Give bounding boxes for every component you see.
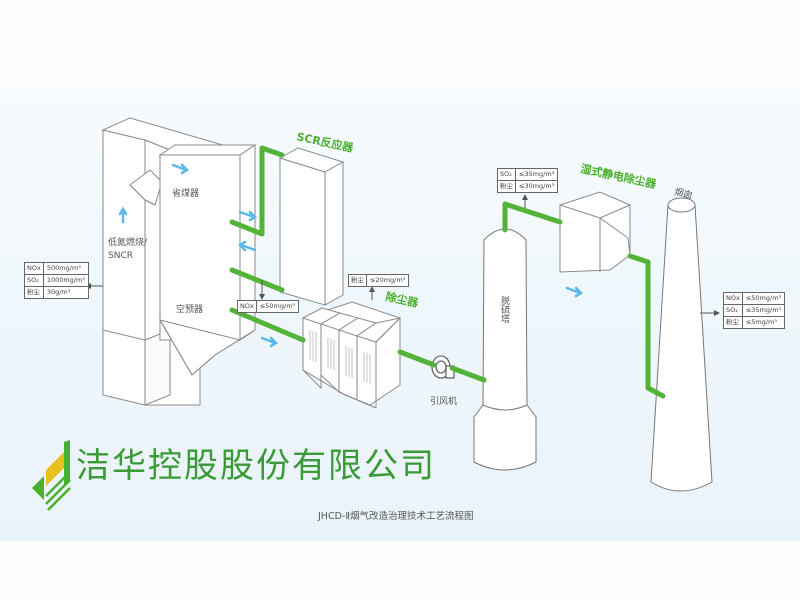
scr-reactor [278,147,345,306]
pollutant-name: NOx [723,292,743,305]
pollutant-name: NOx [24,262,44,275]
diagram-caption: JHCD-Ⅱ烟气改造治理技术工艺流程图 [318,511,474,522]
pollutant-value: ≤35mg/m³ [514,168,559,181]
boiler-label: 低氮燃烧/ [108,236,148,248]
company-logo [32,440,71,511]
desulfurization-tower-label: 脱硫塔 [499,296,509,323]
pollutant-value: 500mg/m³ [42,262,89,275]
pipe-scr-to-preheater [229,267,285,293]
table-row: SO₂≤35mg/m³ [497,168,559,181]
chimney [650,197,713,492]
chimney-outlet-table: NOx≤50mg/m³ SO₂≤35mg/m³ 粉尘≤5mg/m³ [723,292,786,329]
pollutant-value: ≤20mg/m³ [365,274,410,287]
boiler-label-sncr: SNCR [108,251,133,261]
desulfurization-tower [473,228,537,471]
pollutant-value: ≤35mg/m³ [741,304,786,317]
flow-arrows [118,163,584,348]
desulfurization-outlet-table: SO₂≤35mg/m³ 粉尘≤30mg/m³ [497,168,559,193]
scr-outlet-table: NOx≤50mg/m³ [237,300,300,313]
pollutant-name: 粉尘 [723,316,743,329]
table-row: 粉尘≤20mg/m³ [348,274,410,287]
dust-collector-vents [309,330,371,384]
pipe-fan-to-tower [449,365,487,383]
table-row: 粉尘≤30mg/m³ [497,180,559,193]
table-row: SO₂≤35mg/m³ [723,304,786,317]
dust-collector-label: 除尘器 [384,289,420,310]
economizer-label: 省煤器 [172,187,199,199]
pollutant-value: ≤50mg/m³ [741,292,786,305]
flow-arrow-icon [238,210,258,222]
wet-esp-label: 湿式静电除尘器 [579,161,658,191]
table-row: NOx≤50mg/m³ [723,292,786,305]
pipe-preheater-to-dust [229,307,306,343]
economizer-column [158,144,257,376]
pollutant-value: ≤30mg/m³ [514,180,559,193]
pollutant-value: 30g/m³ [42,286,89,299]
pollutant-name: SO₂ [497,168,516,181]
flow-arrow-icon [565,286,584,298]
dust-outlet-table: 粉尘≤20mg/m³ [348,274,410,287]
flow-arrow-icon [260,336,279,348]
dust-collector [301,301,402,409]
table-row: 粉尘≤5mg/m³ [723,316,786,329]
pollutant-name: NOx [237,300,257,313]
pollutant-value: 1000mg/m³ [42,274,89,287]
flow-arrow-icon [237,240,257,252]
air-preheater-label: 空预器 [176,303,203,315]
flow-arrow-icon [171,163,190,175]
pipe-dust-to-fan [397,349,437,368]
fan-label: 引风机 [430,395,457,407]
company-name: 洁华控股股份有限公司 [76,446,436,486]
pollutant-name: SO₂ [723,304,743,317]
flue-pipes [229,145,666,399]
pollutant-name: 粉尘 [348,274,367,287]
pollutant-name: SO₂ [24,274,44,287]
pollutant-name: 粉尘 [24,286,44,299]
pollutant-value: ≤5mg/m³ [741,316,786,329]
flow-arrow-icon [118,206,128,224]
pipe-tower-to-esp [502,201,563,233]
pipe-esp-to-chimney [627,253,666,399]
pollutant-value: ≤50mg/m³ [255,300,300,313]
pipe-economizer-to-scr [229,145,285,237]
fan-icon [431,355,455,379]
pollutant-name: 粉尘 [497,180,516,193]
table-row: NOx≤50mg/m³ [237,300,300,313]
wet-esp [559,191,631,273]
